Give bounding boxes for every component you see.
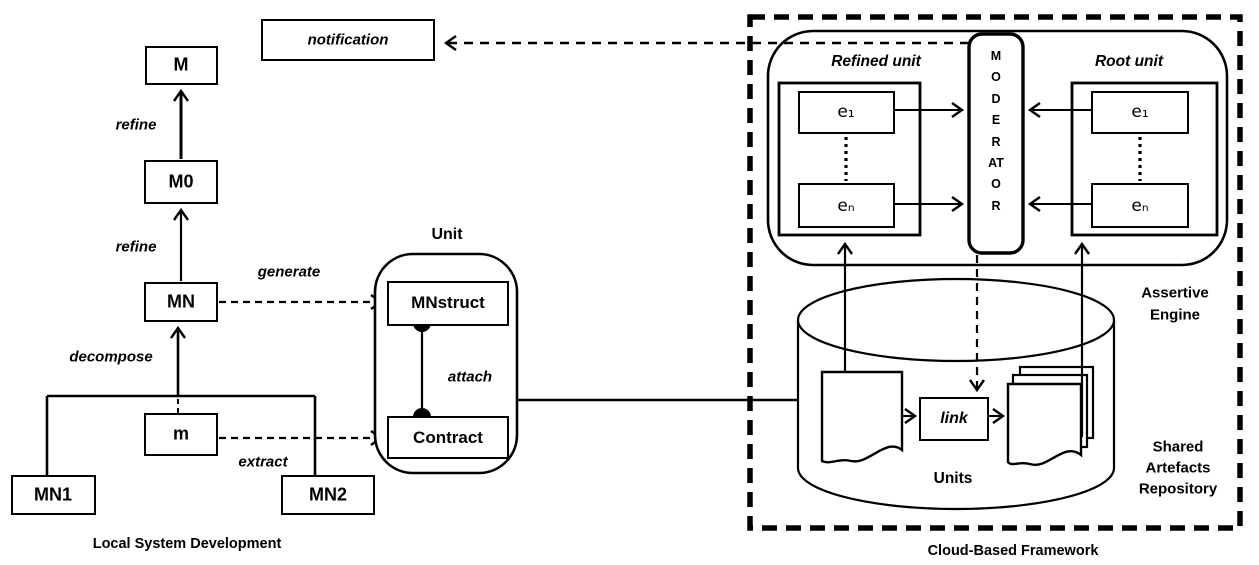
node-MN2-box bbox=[281, 475, 375, 515]
units-label: Units bbox=[933, 470, 973, 487]
refined-en-box bbox=[798, 183, 895, 228]
node-MN2-label: MN2 bbox=[308, 484, 348, 505]
unit-document-shape bbox=[820, 370, 904, 464]
refined-e1-box bbox=[798, 91, 895, 134]
generate-label: generate bbox=[257, 263, 321, 281]
mnstruct-label: MNstruct bbox=[411, 293, 485, 312]
refine-mid-label: refine bbox=[115, 238, 157, 256]
node-MN1-box bbox=[11, 475, 96, 515]
root-unit-title: Root unit bbox=[1094, 53, 1164, 70]
refined-e1-label: e₁ bbox=[837, 102, 855, 122]
node-M-label: M bbox=[173, 54, 189, 75]
assertive-engine-label-2: Engine bbox=[1149, 306, 1201, 324]
root-e1-label: e₁ bbox=[1131, 102, 1149, 122]
attach-label: attach bbox=[447, 368, 493, 386]
assertive-engine-label-1: Assertive bbox=[1141, 284, 1209, 302]
contract-label: Contract bbox=[413, 428, 483, 447]
link-box bbox=[919, 397, 989, 441]
repository-label-2: Artefacts bbox=[1145, 459, 1211, 477]
cloud-framework-border bbox=[747, 14, 1243, 531]
node-m-label: m bbox=[172, 423, 190, 444]
node-M0-box bbox=[144, 160, 218, 204]
local-system-development-title: Local System Development bbox=[92, 536, 282, 552]
node-m-box bbox=[144, 413, 218, 456]
node-M-box bbox=[145, 46, 218, 85]
cloud-based-framework-title: Cloud-Based Framework bbox=[927, 543, 1099, 559]
root-en-box bbox=[1091, 183, 1189, 228]
repository-label-1: Shared bbox=[1152, 438, 1204, 456]
mnstruct-box bbox=[387, 281, 509, 326]
moderator-box bbox=[967, 32, 1025, 255]
node-MN-label: MN bbox=[167, 291, 195, 312]
repository-cylinder-top bbox=[796, 277, 1116, 363]
notification-label: notification bbox=[307, 31, 389, 49]
refined-en-label: eₙ bbox=[837, 196, 855, 216]
repository-label-3: Repository bbox=[1138, 480, 1218, 498]
contract-box bbox=[387, 416, 509, 459]
refine-top-label: refine bbox=[115, 116, 157, 134]
link-label: link bbox=[940, 410, 968, 427]
unit-title: Unit bbox=[431, 226, 463, 243]
refined-unit-title: Refined unit bbox=[831, 53, 921, 70]
extract-label: extract bbox=[238, 453, 288, 471]
notification-box bbox=[261, 19, 435, 61]
root-en-label: eₙ bbox=[1131, 196, 1149, 216]
root-e1-box bbox=[1091, 91, 1189, 134]
decompose-label: decompose bbox=[69, 348, 153, 366]
node-M0-label: M0 bbox=[168, 171, 194, 192]
node-MN-box bbox=[144, 282, 218, 322]
document-stack-front bbox=[1006, 382, 1083, 466]
node-MN1-label: MN1 bbox=[33, 484, 73, 505]
moderator-label: MODERATOR bbox=[988, 49, 1004, 213]
